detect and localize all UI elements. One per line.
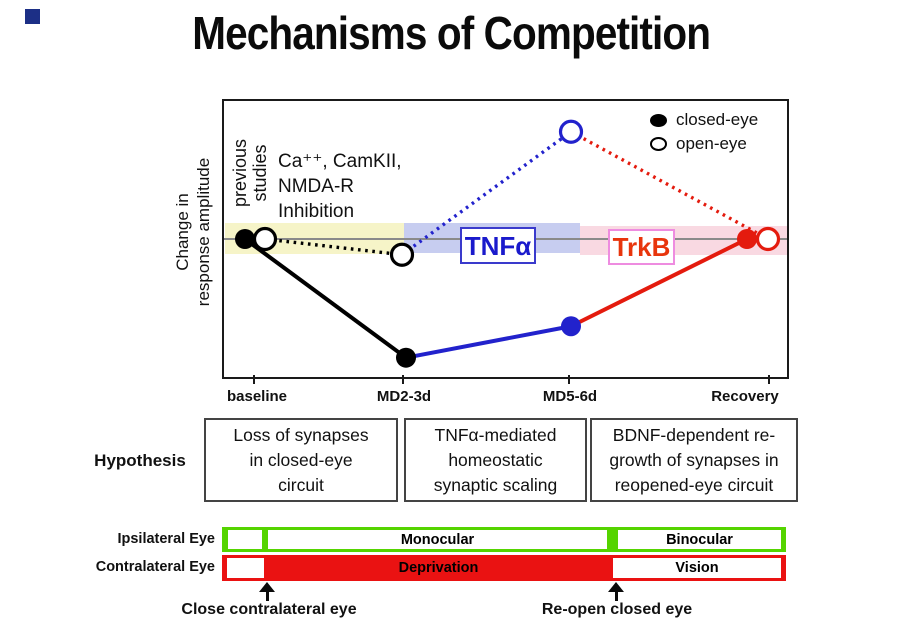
- chart-area: previous studies Ca⁺⁺, CamKII, NMDA-R In…: [222, 99, 789, 379]
- contralateral-eye-label: Contralateral Eye: [95, 559, 215, 575]
- x-label-md2-3d: MD2-3d: [376, 388, 432, 405]
- closed-eye-line-segment: [405, 324, 572, 360]
- x-tick-recovery: [768, 375, 770, 384]
- closed-eye-point-baseline: [235, 229, 255, 249]
- legend-label: closed-eye: [676, 110, 759, 129]
- x-label-md5-6d: MD5-6d: [542, 388, 598, 405]
- y-axis-label: Change in response amplitude: [173, 157, 213, 307]
- close-eye-arrow-icon: [259, 582, 275, 601]
- inhibition-annotation: Ca⁺⁺, CamKII, NMDA-R Inhibition: [278, 151, 402, 222]
- tnfa-label-box: TNFα: [460, 227, 536, 264]
- open-eye-point-MD2-3d: [389, 242, 415, 267]
- closed-eye-line-segment: [243, 237, 408, 360]
- open-eye-line-segment: [400, 130, 573, 257]
- open-eye-point-MD5-6d: [558, 119, 584, 144]
- hypothesis-box-2: TNFα-mediated homeostatic synaptic scali…: [404, 418, 587, 502]
- chart-legend: closed-eye open-eye: [650, 108, 758, 156]
- x-label-recovery: Recovery: [711, 388, 779, 405]
- open-eye-point-Recovery: [755, 226, 781, 252]
- legend-item-closed-eye: closed-eye: [650, 108, 758, 132]
- monocular-segment: Monocular: [268, 530, 607, 549]
- x-tick-baseline: [253, 375, 255, 384]
- x-tick-md5-6d: [568, 375, 570, 384]
- closed-eye-marker-icon: [650, 113, 667, 127]
- hypothesis-box-3: BDNF-dependent re- growth of synapses in…: [590, 418, 798, 502]
- ipsi-pre-segment: [228, 530, 262, 549]
- hypothesis-label: Hypothesis: [94, 451, 186, 470]
- reopen-eye-arrow-icon: [608, 582, 624, 601]
- x-tick-md2-3d: [402, 375, 404, 384]
- closed-eye-point-MD5-6d: [561, 316, 581, 337]
- slide-corner-square: [25, 9, 40, 24]
- legend-label: open-eye: [676, 134, 747, 153]
- open-eye-line-segment: [570, 130, 769, 241]
- open-eye-line-segment: [264, 237, 403, 257]
- contralateral-eye-bar: Deprivation Vision: [222, 555, 786, 581]
- binocular-segment: Binocular: [618, 530, 781, 549]
- chart-plot: [235, 119, 781, 368]
- hypothesis-box-1: Loss of synapses in closed-eye circuit: [204, 418, 398, 502]
- closed-eye-line-segment: [570, 237, 748, 329]
- x-label-baseline: baseline: [226, 388, 288, 405]
- legend-item-open-eye: open-eye: [650, 132, 758, 156]
- closed-eye-point-MD2-3d: [396, 347, 416, 368]
- close-contralateral-eye-label: Close contralateral eye: [181, 601, 357, 618]
- ipsilateral-eye-label: Ipsilateral Eye: [117, 531, 215, 547]
- closed-eye-point-Recovery: [737, 229, 757, 249]
- contra-pre-segment: [227, 558, 264, 578]
- open-eye-marker-icon: [650, 137, 667, 151]
- open-eye-point-baseline: [252, 226, 278, 252]
- trkb-label-box: TrkB: [608, 229, 675, 265]
- ipsilateral-eye-bar: Monocular Binocular: [222, 527, 786, 552]
- deprivation-segment: Deprivation: [398, 560, 479, 576]
- page-title: Mechanisms of Competition: [192, 7, 712, 59]
- reopen-closed-eye-label: Re-open closed eye: [541, 601, 693, 618]
- vision-segment: Vision: [613, 558, 781, 578]
- slide-title-area: Mechanisms of Competition: [0, 6, 903, 60]
